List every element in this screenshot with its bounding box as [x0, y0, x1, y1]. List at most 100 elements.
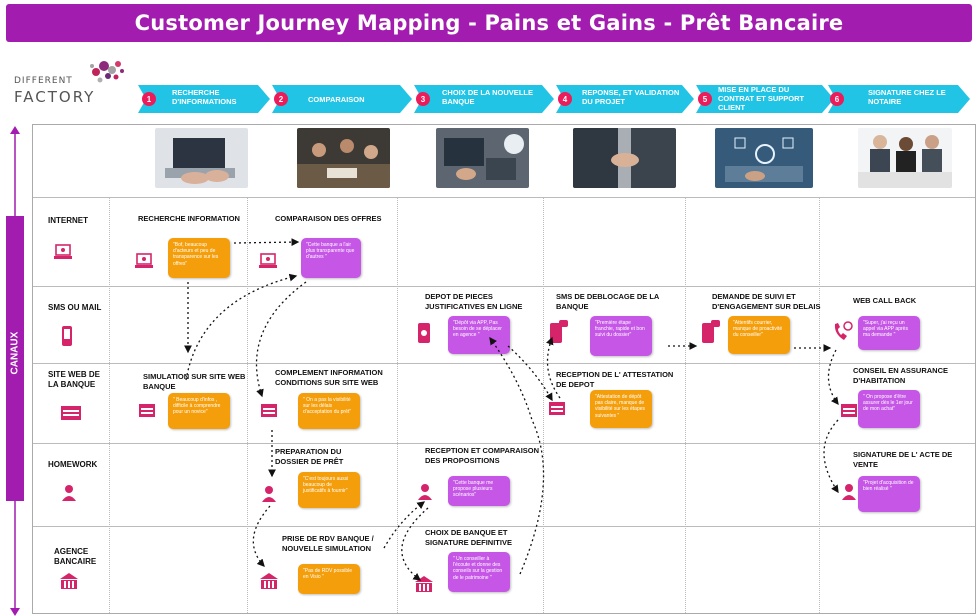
channel-sms-mail-label: SMS OU MAIL: [48, 303, 102, 312]
call-back-icon: [834, 321, 853, 340]
handshake-photo: [573, 128, 676, 188]
channel-agence-label: AGENCE BANCAIRE: [54, 547, 97, 566]
team-meeting-photo: [297, 128, 390, 188]
gain-note: " On propose d'être assurer dès le 1er j…: [858, 390, 920, 428]
notary-signing-photo: [858, 128, 952, 188]
gain-note: " Un conseiller à l'écoute et donne des …: [448, 552, 510, 592]
touchpoint-complement-info: COMPLEMENT INFORMATION CONDITIONS SUR SI…: [275, 368, 383, 387]
title-banner: Customer Journey Mapping - Pains et Gain…: [6, 4, 972, 42]
stage-arrow-shape: [414, 85, 554, 113]
gain-note: "Dépôt via APP, Pas besoin de se déplace…: [448, 316, 510, 354]
logo-text-different: DIFFERENT: [14, 76, 73, 86]
column-divider: [247, 197, 248, 613]
touchpoint-depot-pieces: DEPOT DE PIECES JUSTIFICATIVES EN LIGNE: [425, 292, 523, 311]
gain-note: "Première étape franchie, rapide et bon …: [590, 316, 652, 356]
touchpoint-simulation-site: SIMULATION SUR SITE WEB BANQUE: [143, 372, 246, 391]
person-icon: [262, 486, 276, 502]
phone-icon: [418, 323, 430, 343]
column-divider: [819, 197, 820, 613]
stage-number: 6: [830, 92, 844, 106]
stage-1: 1 RECHERCHE D'INFORMATIONS: [138, 85, 270, 113]
canaux-label-bar: [6, 216, 24, 501]
logo-dots-icon: [90, 61, 124, 83]
touchpoint-recherche-information: RECHERCHE INFORMATION: [138, 214, 240, 223]
touchpoint-choix-banque: CHOIX DE BANQUE ET SIGNATURE DEFINITIVE: [425, 528, 512, 547]
touchpoint-preparation-dossier: PREPARATION DU DOSSIER DE PRÊT: [275, 447, 344, 466]
stage-arrow-shape: [696, 85, 834, 113]
stage-arrow-shape: [556, 85, 694, 113]
phone-icon: [62, 326, 72, 346]
laptop-icon: [54, 244, 72, 259]
row-divider: [33, 363, 975, 364]
stage-label: COMPARAISON: [308, 95, 365, 104]
stage-label: MISE EN PLACE DU CONTRAT ET SUPPORT CLIE…: [718, 85, 805, 112]
stage-number: 1: [142, 92, 156, 106]
gain-note: "Super, j'ai reçu un appel via APP après…: [858, 316, 920, 350]
stage-label: REPONSE, ET VALIDATION DU PROJET: [582, 88, 680, 106]
gain-note: "Cette banque a l'air plus transparente …: [301, 238, 361, 278]
touchpoint-signature-acte: SIGNATURE DE L' ACTE DE VENTE: [853, 450, 953, 469]
stage-number: 4: [558, 92, 572, 106]
stage-5: 5 MISE EN PLACE DU CONTRAT ET SUPPORT CL…: [696, 85, 834, 113]
pain-note: "Attentifs courrier, manque de proactivi…: [728, 316, 790, 354]
laptop-typing-photo: [155, 128, 248, 188]
touchpoint-demande-suivi: DEMANDE DE SUIVI ET D'ENGAGEMENT SUR DEL…: [712, 292, 821, 311]
stage-label: SIGNATURE CHEZ LE NOTAIRE: [868, 88, 946, 106]
page-title: Customer Journey Mapping - Pains et Gain…: [134, 11, 844, 35]
column-divider: [685, 197, 686, 613]
row-divider: [33, 197, 975, 198]
browser-icon: [139, 404, 155, 417]
stage-label: CHOIX DE LA NOUVELLE BANQUE: [442, 88, 533, 106]
stage-3: 3 CHOIX DE LA NOUVELLE BANQUE: [414, 85, 554, 113]
stage-2: 2 COMPARAISON: [272, 85, 412, 113]
bank-icon: [60, 573, 78, 589]
stage-arrow-shape: [138, 85, 270, 113]
row-divider: [33, 526, 975, 527]
browser-icon: [549, 402, 565, 415]
person-icon: [62, 485, 76, 501]
stage-number: 3: [416, 92, 430, 106]
pain-note: " Beaucoup d'infos , difficile à compren…: [168, 393, 230, 429]
touchpoint-conseil-assurance: CONSEIL EN ASSURANCE D'HABITATION: [853, 366, 949, 385]
bank-icon: [260, 573, 278, 589]
browser-icon: [841, 404, 857, 417]
different-factory-logo: DIFFERENT FACTORY: [14, 56, 124, 106]
column-divider: [543, 197, 544, 613]
phone-laptop-photo: [436, 128, 529, 188]
row-divider: [33, 286, 975, 287]
stage-6: 6 SIGNATURE CHEZ LE NOTAIRE: [828, 85, 970, 113]
stage-4: 4 REPONSE, ET VALIDATION DU PROJET: [556, 85, 694, 113]
column-divider: [397, 197, 398, 613]
pain-note: "C'est toujours aussi beaucoup de justif…: [298, 472, 360, 508]
phone-message-icon: [702, 320, 720, 343]
pain-note: " On a pas la visibilité sur les délais …: [298, 393, 360, 429]
logo-text-factory: FACTORY: [14, 88, 96, 106]
gain-note: "Cette banque me propose plusieurs scéna…: [448, 476, 510, 506]
browser-icon: [261, 404, 277, 417]
pain-note: "Attestation de dépôt pas claire, manque…: [590, 390, 652, 428]
stage-arrow-shape: [828, 85, 970, 113]
column-divider: [109, 197, 110, 613]
touchpoint-sms-deblocage: SMS DE DEBLOCAGE DE LA BANQUE: [556, 292, 660, 311]
canaux-axis: CANAUX: [6, 126, 24, 616]
stage-number: 2: [274, 92, 288, 106]
touchpoint-reception-comparaison: RECEPTION ET COMPARAISON DES PROPOSITION…: [425, 446, 540, 465]
channel-site-web-label: SITE WEB DE LA BANQUE: [48, 370, 101, 389]
touchpoint-web-call-back: WEB CALL BACK: [853, 296, 917, 305]
pain-note: "Bof, beaucoup d'acteurs et peu de trans…: [168, 238, 230, 278]
row-divider: [33, 443, 975, 444]
digital-contract-photo: [715, 128, 813, 188]
touchpoint-comparaison-offres: COMPARAISON DES OFFRES: [275, 214, 382, 223]
pain-note: "Pas de RDV possible en Visio ": [298, 564, 360, 594]
touchpoint-prise-rdv: PRISE DE RDV BANQUE / NOUVELLE SIMULATIO…: [282, 534, 374, 553]
browser-icon: [61, 406, 81, 420]
touchpoint-reception-attestation: RECEPTION DE L' ATTESTATION DE DEPOT: [556, 370, 674, 389]
person-icon: [418, 484, 432, 500]
stage-label: RECHERCHE D'INFORMATIONS: [172, 88, 237, 106]
laptop-icon: [259, 253, 277, 268]
stage-number: 5: [698, 92, 712, 106]
stage-arrow-shape: [272, 85, 412, 113]
channel-homework-label: HOMEWORK: [48, 460, 98, 469]
laptop-icon: [135, 253, 153, 268]
